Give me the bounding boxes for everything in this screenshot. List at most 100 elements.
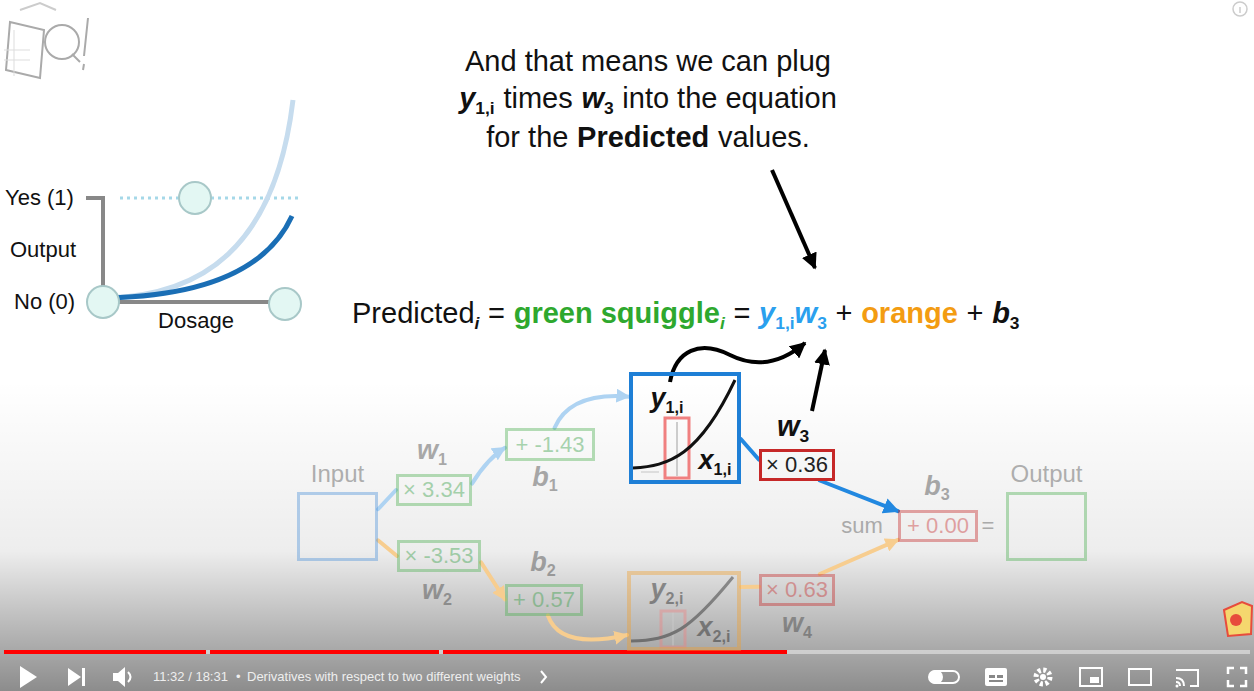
- text-line: w2: [422, 575, 452, 608]
- text: b: [532, 462, 549, 492]
- text: + 0.57: [513, 587, 575, 612]
- text: b: [992, 297, 1010, 329]
- text-line: y2,i: [650, 574, 683, 607]
- activation-curve: [631, 577, 733, 647]
- text-line: w1: [417, 435, 447, 468]
- activation-box: y1,ix1,i: [629, 372, 741, 484]
- bias-box: + -1.43b1: [505, 428, 595, 461]
- text: =: [488, 297, 505, 329]
- text-line: sum: [841, 513, 883, 538]
- text-line: No (0): [14, 289, 75, 314]
- text: No (0): [14, 289, 75, 314]
- text: w: [777, 409, 800, 441]
- text-line: Yes (1): [5, 185, 74, 210]
- text-line: × 0.36: [766, 452, 828, 477]
- text-line: •: [236, 670, 241, 685]
- connector: [820, 481, 898, 512]
- text: orange: [861, 297, 958, 329]
- text: x: [697, 612, 712, 642]
- text-line: And that means we can plug: [465, 45, 831, 78]
- text-line: Dosage: [158, 308, 234, 333]
- weight-box: w1× 3.34: [396, 474, 472, 506]
- text-line: × 3.34: [403, 477, 465, 502]
- activation-curve: [633, 380, 735, 478]
- text: × 0.63: [766, 577, 828, 602]
- text-line: for the Predicted values.: [486, 121, 810, 154]
- text: × 0.36: [766, 452, 828, 477]
- connector: [472, 448, 505, 484]
- text: w: [581, 82, 604, 114]
- text-line: y1,i: [650, 383, 683, 416]
- text: × -3.53: [404, 543, 473, 568]
- text: values.: [718, 121, 810, 153]
- connector: [378, 540, 397, 556]
- text: w: [422, 575, 443, 605]
- subscript: 4: [803, 623, 812, 641]
- text: w: [417, 435, 438, 465]
- subscript: 2,i: [713, 627, 731, 645]
- subscript: 1: [549, 477, 558, 495]
- text: green squiggle: [514, 297, 720, 329]
- text: Input: [311, 460, 364, 487]
- text-line: w3: [777, 409, 809, 445]
- subscript: 1: [438, 450, 447, 468]
- text: And that means we can plug: [465, 45, 831, 77]
- subscript: 3: [799, 426, 809, 446]
- subscript: 1,i: [775, 313, 794, 333]
- text: w: [782, 608, 803, 638]
- text-line: × -3.53: [404, 543, 473, 568]
- text: =: [733, 297, 750, 329]
- subscript: 3: [1010, 313, 1020, 333]
- text-line: x1,i: [698, 445, 731, 478]
- connector: [741, 585, 759, 589]
- text: y: [650, 383, 665, 413]
- text-line: Output: [1010, 460, 1082, 488]
- weight-box: × 0.63w4: [759, 574, 835, 606]
- text: into the equation: [622, 82, 836, 114]
- text-line: + 0.00: [907, 513, 969, 538]
- text-line: =: [982, 513, 995, 538]
- text: + -1.43: [515, 432, 584, 457]
- text-line: w4: [782, 608, 812, 641]
- subscript: 1,i: [475, 98, 494, 118]
- connector: [481, 562, 505, 599]
- text: times: [503, 82, 572, 114]
- text-line: × 0.63: [766, 577, 828, 602]
- text: 11:32 / 18:31: [153, 669, 228, 684]
- subscript: 3: [941, 486, 950, 504]
- corner-logo: [1224, 602, 1252, 636]
- text: Predicted: [577, 121, 709, 153]
- text-line: Derivatives with respect to two differen…: [247, 670, 521, 685]
- connector: [741, 439, 759, 460]
- text-line: x2,i: [697, 612, 730, 645]
- text: for the: [486, 121, 568, 153]
- text-line: Input: [311, 460, 364, 488]
- text: sum: [841, 513, 883, 538]
- text: x: [698, 445, 713, 475]
- text-line: + 0.57: [513, 587, 575, 612]
- connector: [378, 490, 396, 509]
- text: =: [982, 513, 995, 538]
- text: Output: [10, 237, 76, 262]
- text: b: [924, 471, 941, 501]
- text-line: Predictedi=green squigglei=y1,iw3+orange…: [352, 297, 1020, 333]
- input-box: Input: [297, 492, 378, 561]
- text: Dosage: [158, 308, 234, 333]
- bias-box: b2+ 0.57: [505, 584, 583, 616]
- subscript: i: [475, 313, 480, 333]
- subscript: 2: [547, 562, 556, 580]
- weight-box: w3× 0.36: [759, 449, 835, 481]
- player-controls: [20, 666, 1246, 688]
- text: y: [759, 297, 775, 329]
- text: Output: [1010, 460, 1082, 487]
- text: •: [236, 669, 241, 684]
- subscript: i: [720, 313, 725, 333]
- text-line: Output: [10, 237, 76, 262]
- connector: [555, 396, 630, 428]
- activation-box: y2,i x2,i: [627, 571, 741, 651]
- text-line: b2: [530, 547, 556, 580]
- channel-logo: [4, 3, 88, 78]
- text: + 0.00: [907, 513, 969, 538]
- subscript: 1,i: [666, 398, 684, 416]
- text-line: + -1.43: [515, 432, 584, 457]
